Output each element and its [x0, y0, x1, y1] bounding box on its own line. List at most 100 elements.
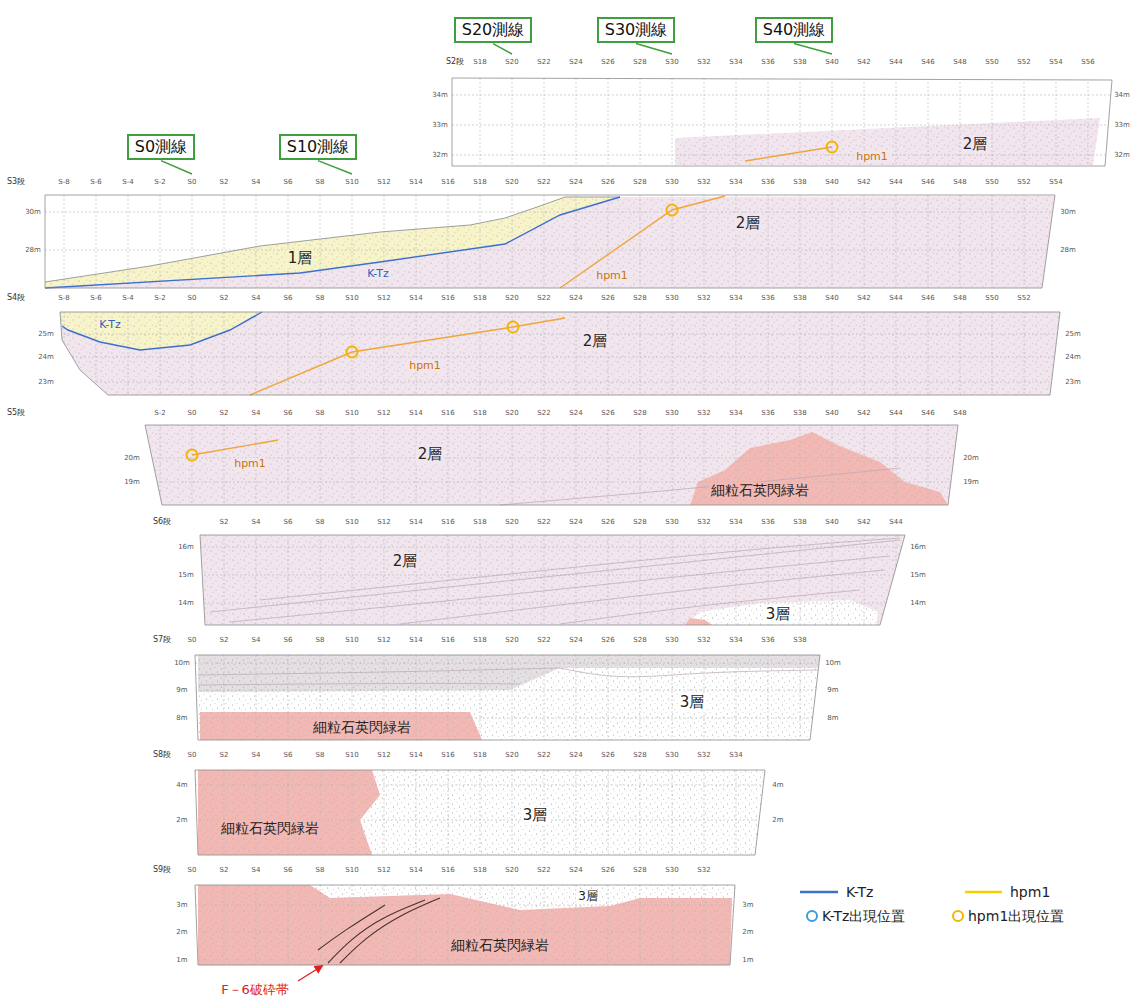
- panel-grid: [45, 195, 1056, 288]
- station-tick-label: S24: [569, 178, 582, 186]
- grid-line: [672, 195, 673, 288]
- grid-line: [480, 535, 481, 625]
- station-tick-label: S-4: [122, 294, 133, 302]
- panel-grid: [200, 535, 905, 625]
- survey-line-leader: [161, 161, 192, 174]
- grid-line: [896, 78, 897, 166]
- grid-line: [452, 95, 1112, 96]
- layer-name: 2層: [416, 446, 445, 463]
- grid-line: [768, 655, 769, 740]
- grid-line: [672, 535, 673, 625]
- station-tick-label: S52: [1017, 178, 1030, 186]
- grid-line: [224, 312, 225, 395]
- grid-line: [288, 770, 289, 855]
- station-tick-label: S22: [537, 178, 550, 186]
- station-tick-label: S42: [857, 58, 870, 66]
- grid-line: [200, 603, 905, 604]
- station-tick-label: S48: [953, 58, 966, 66]
- station-tick-label: S44: [889, 409, 902, 417]
- station-tick-label: S0: [188, 866, 197, 874]
- elevation-label: 14m: [910, 599, 926, 607]
- grid-line: [576, 535, 577, 625]
- station-tick-label: S16: [441, 518, 454, 526]
- k-tz-line: [62, 312, 262, 350]
- elevation-label: 28m: [25, 246, 41, 254]
- survey-line-name: S10測線: [287, 137, 350, 156]
- station-tick-label: S8: [316, 636, 325, 644]
- hpm1-occurrence: [508, 322, 519, 333]
- station-tick-label: S24: [569, 866, 582, 874]
- grid-line: [384, 312, 385, 395]
- grid-line: [608, 78, 609, 166]
- station-tick-label: S16: [441, 751, 454, 759]
- grid-line: [224, 885, 225, 965]
- station-tick-label: S48: [953, 178, 966, 186]
- station-tick-label: S50: [985, 58, 998, 66]
- station-tick-label: S6: [284, 751, 293, 759]
- station-tick-label: S38: [793, 636, 806, 644]
- grid-line: [960, 312, 961, 395]
- survey-line-box: S30測線: [597, 17, 676, 42]
- elevation-label: 30m: [25, 208, 41, 216]
- grid-line: [192, 885, 193, 965]
- station-tick-label: S4: [252, 178, 261, 186]
- grid-line: [448, 312, 449, 395]
- survey-line-name: S30測線: [605, 20, 668, 39]
- elevation-label: 33m: [432, 121, 448, 129]
- station-tick-label: S16: [441, 178, 454, 186]
- grid-line: [672, 885, 673, 965]
- station-tick-label: S20: [505, 294, 518, 302]
- legend-circle-sample: [953, 911, 963, 921]
- grid-line: [452, 125, 1112, 126]
- station-tick-label: S40: [825, 178, 838, 186]
- station-tick-label: S34: [729, 58, 742, 66]
- grid-line: [736, 195, 737, 288]
- speckle-texture: [198, 770, 380, 855]
- grid-line: [224, 535, 225, 625]
- station-tick-label: S42: [857, 178, 870, 186]
- station-tick-label: S12: [377, 751, 390, 759]
- station-tick-label: S2: [220, 518, 229, 526]
- hpm1-line: [560, 196, 725, 288]
- grid-line: [576, 425, 577, 505]
- grid-line: [256, 885, 257, 965]
- station-tick-label: S4: [252, 409, 261, 417]
- station-tick-label: S18: [473, 409, 486, 417]
- grid-line: [576, 78, 577, 166]
- station-tick-label: S32: [697, 636, 710, 644]
- station-tick-label: S0: [188, 636, 197, 644]
- elevation-label: 23m: [38, 378, 54, 386]
- grid-line: [608, 312, 609, 395]
- station-tick-label: S20: [505, 751, 518, 759]
- station-tick-label: S22: [537, 636, 550, 644]
- speckle-texture: [145, 425, 958, 505]
- grid-line: [384, 535, 385, 625]
- bench-frame: [45, 195, 1055, 288]
- grid-line: [576, 312, 577, 395]
- grid-line: [160, 195, 161, 288]
- station-tick-label: S48: [953, 294, 966, 302]
- layer-3-area: [195, 770, 765, 855]
- grid-line: [224, 655, 225, 740]
- grid-line: [864, 425, 865, 505]
- layer-2-area: [45, 196, 1055, 288]
- grid-line: [192, 312, 193, 395]
- station-tick-label: S-6: [90, 178, 101, 186]
- callout-arrow: [298, 966, 322, 981]
- grid-line: [832, 312, 833, 395]
- grid-line: [864, 535, 865, 625]
- survey-grid: [45, 78, 1112, 965]
- legend-text: hpm1: [1010, 884, 1050, 900]
- grid-line: [224, 770, 225, 855]
- grid-line: [60, 334, 1060, 335]
- grid-line: [512, 425, 513, 505]
- station-tick-label: S10: [345, 636, 358, 644]
- speckle-texture: [690, 432, 948, 505]
- station-tick-label: S26: [601, 751, 614, 759]
- station-tick-label: S22: [537, 58, 550, 66]
- station-tick-label: S4: [252, 294, 261, 302]
- layer-name: 1層: [286, 250, 315, 267]
- elevation-label: 3m: [176, 901, 187, 909]
- station-tick-label: S24: [569, 636, 582, 644]
- grid-line: [192, 770, 193, 855]
